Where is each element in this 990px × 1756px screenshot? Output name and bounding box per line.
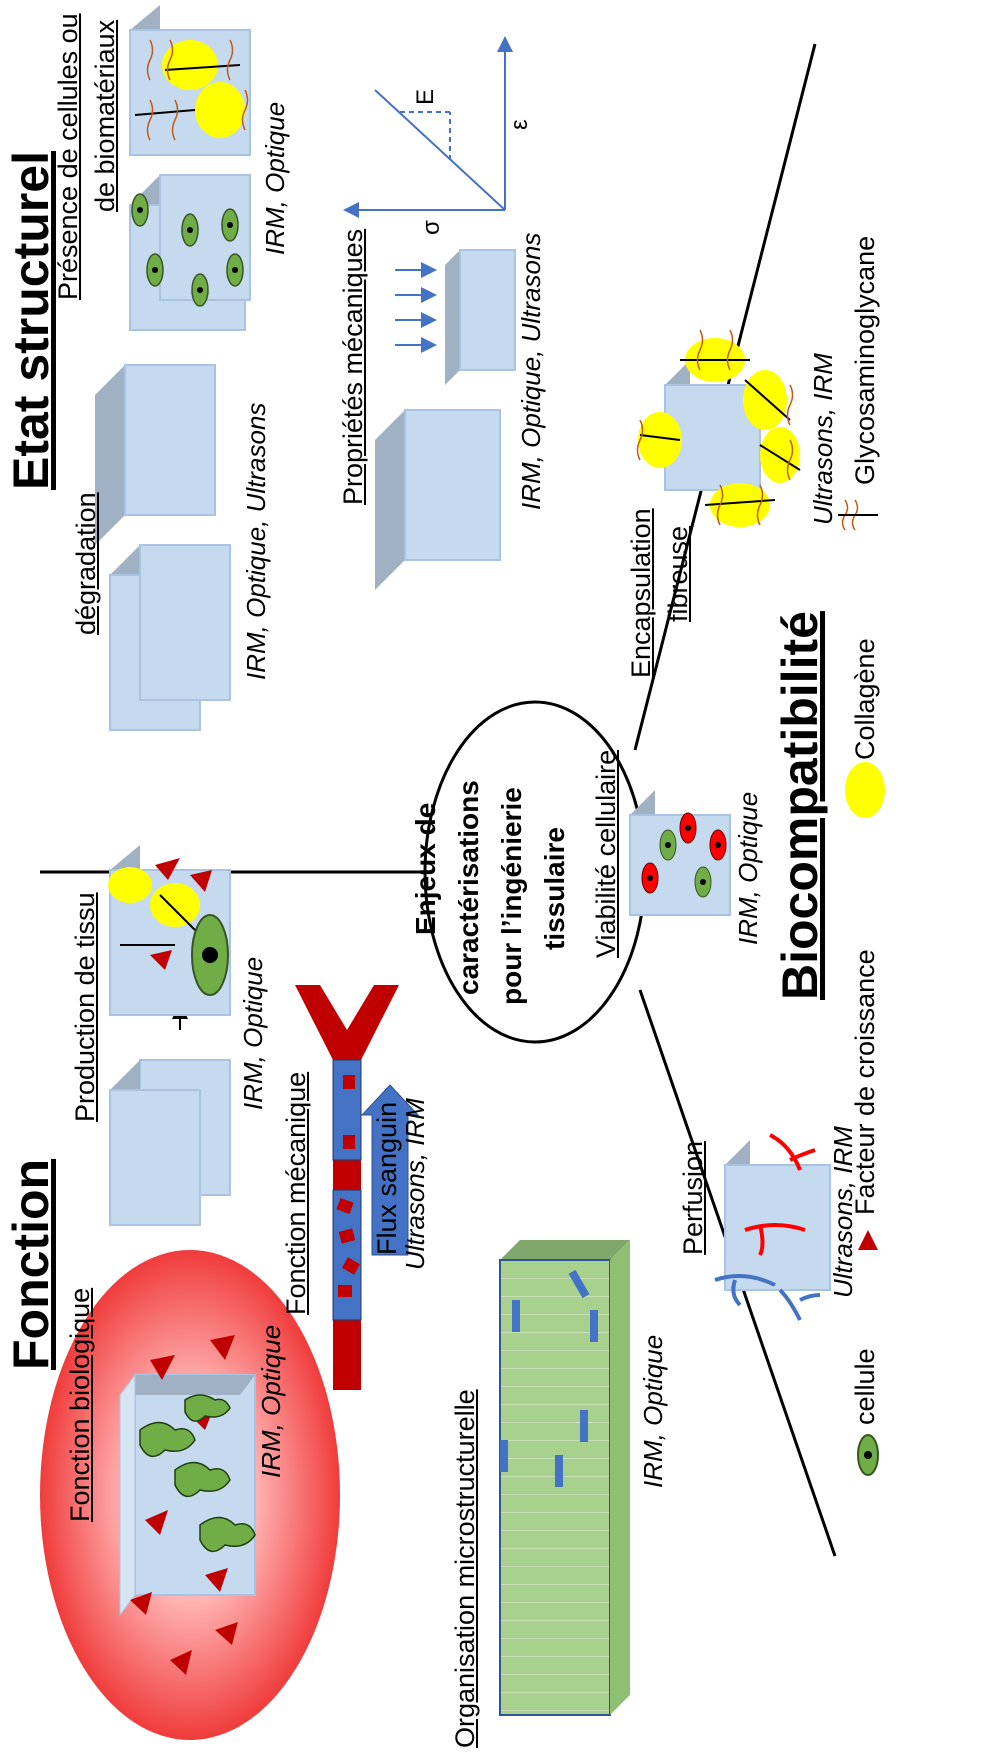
perf-cube	[714, 1133, 831, 1321]
label-fonction-biologique: Fonction biologique	[65, 1287, 95, 1522]
label-encapsulation-2: fibreuse	[663, 525, 693, 622]
legend-cell-icon	[857, 1434, 879, 1476]
label-degradation: dégradation	[71, 492, 101, 635]
vessel	[295, 985, 399, 1390]
degr-cube-2	[95, 364, 216, 545]
method-encapsulation: Ultrasons, IRM	[808, 353, 838, 525]
method-viabilite: IRM, Optique	[733, 791, 763, 945]
presence-cube-cells	[129, 174, 251, 331]
method-organisation: IRM, Optique	[638, 1334, 668, 1488]
graph-sigma: σ	[418, 220, 445, 235]
center-line-3: pour l’ingénierie	[496, 787, 527, 1005]
title-fonction: Fonction	[3, 1158, 59, 1370]
micro-block	[499, 1240, 630, 1716]
label-organisation: Organisation microstructurelle	[450, 1389, 480, 1748]
graph-E: E	[412, 88, 439, 105]
method-presence: IRM, Optique	[260, 101, 290, 255]
mech-arrows	[395, 262, 437, 353]
prod-cube-before	[109, 1059, 231, 1226]
method-degradation: IRM, Optique, Ultrasons	[241, 402, 271, 680]
flux-arrow	[360, 1084, 420, 1256]
stress-strain-graph	[343, 36, 513, 218]
method-proprietes: IRM, Optique, Ultrasons	[516, 232, 546, 510]
legend-gag-icon	[838, 499, 878, 531]
label-encapsulation-1: Encapsulation	[626, 508, 656, 678]
title-biocompatibilite: Biocompatibilité	[772, 611, 828, 1000]
label-flux-sanguin: Flux sanguin	[372, 1101, 402, 1255]
legend-collagene-icon	[845, 762, 885, 818]
viab-cube	[629, 790, 731, 916]
mech-cube-2	[445, 249, 516, 385]
legend-facteur-icon	[858, 1230, 878, 1250]
label-proprietes-mecaniques: Propriétés mécaniques	[338, 228, 368, 505]
graph-epsilon: ε	[506, 119, 533, 130]
label-perfusion: Perfusion	[678, 1140, 708, 1255]
label-viabilite: Viabilité cellulaire	[591, 749, 621, 958]
label-presence-2: de biomatériaux	[90, 19, 120, 212]
legend-facteur-label: Facteur de croissance	[850, 949, 880, 1215]
title-etat-structurel: Etat structurel	[3, 151, 59, 490]
legend-cellule-label: cellule	[850, 1348, 880, 1425]
presence-cube-bio	[129, 5, 251, 156]
bio-cells	[139, 1394, 256, 1553]
legend-collagene-label: Collagène	[850, 638, 880, 760]
center-line-1: Enjeux de	[410, 802, 441, 935]
center-line-4: tissulaire	[539, 827, 570, 950]
method-bio: IRM, Optique	[256, 1324, 286, 1478]
center-line-2: caractérisations	[453, 780, 484, 995]
label-fonction-mecanique: Fonction mécanique	[281, 1071, 311, 1315]
encaps-cube	[636, 329, 801, 527]
degr-cube-1	[109, 544, 231, 731]
method-production: IRM, Optique	[238, 956, 268, 1110]
prod-cube-after	[108, 845, 231, 1016]
label-presence-1: Présence de cellules ou	[53, 13, 83, 300]
label-production-tissu: Production de tissu	[70, 892, 100, 1122]
mech-cube-1	[375, 409, 501, 590]
method-flux: Ultrasons, IRM	[400, 1098, 430, 1270]
legend-gag-label: Glycosaminoglycane	[850, 235, 880, 485]
